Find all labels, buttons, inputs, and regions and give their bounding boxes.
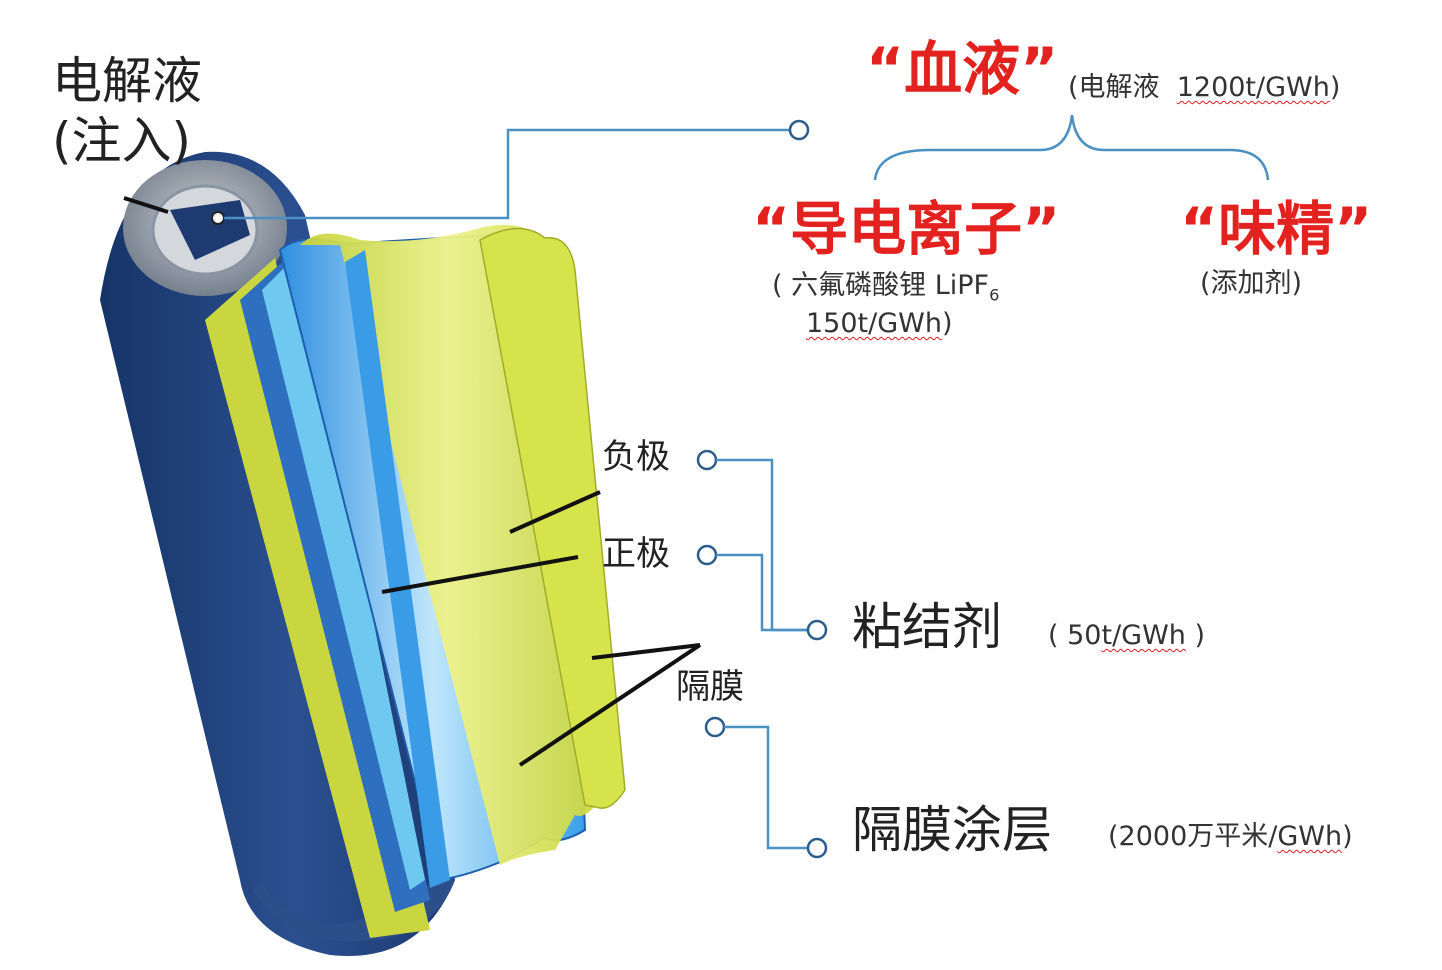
salt-formula-text: ( 六氟磷酸锂 LiPF	[772, 270, 990, 301]
electrolyte-nickname: “血液”	[866, 35, 1059, 103]
binder-amount-prefix: ( 50	[1048, 620, 1102, 651]
salt-nickname: “导电离子”	[752, 195, 1061, 263]
additive-note: (添加剂)	[1200, 268, 1303, 299]
coating-amount-suffix: )	[1342, 821, 1353, 852]
electrolyte-injection-note: (注入)	[52, 112, 192, 170]
binder-connector-dot	[806, 619, 828, 641]
electrolyte-connector	[224, 128, 790, 220]
coating-amount-value: GWh	[1277, 821, 1343, 852]
salt-amount-suffix: )	[941, 308, 953, 339]
salt-amount: 150t/GWh)	[806, 310, 953, 337]
separator-connector-dot	[704, 716, 726, 738]
additive-nickname: “味精”	[1180, 195, 1373, 263]
electrolyte-amount-prefix: (电解液	[1068, 72, 1160, 103]
electrolyte-amount: (电解液 1200t/GWh)	[1068, 74, 1340, 101]
electrolyte-label: 电解液	[52, 52, 202, 110]
inner-layer-3	[262, 252, 425, 890]
cathode-sheet	[345, 250, 450, 888]
binder-amount-suffix: )	[1185, 620, 1206, 651]
salt-formula: ( 六氟磷酸锂 LiPF6	[772, 272, 999, 304]
anode-pointer	[509, 490, 601, 534]
binder-label: 粘结剂	[852, 598, 1002, 656]
cathode-label: 正极	[602, 534, 670, 574]
electrolyte-amount-suffix: )	[1329, 72, 1341, 103]
coating-label: 隔膜涂层	[852, 801, 1052, 859]
nickname-brace	[873, 114, 1270, 181]
anode-connector-dot	[696, 449, 718, 471]
separator-connector	[724, 725, 808, 850]
binder-amount: ( 50t/GWh )	[1048, 622, 1205, 649]
electrolyte-pointer	[123, 196, 169, 214]
cathode-connector-dot	[696, 544, 718, 566]
separator-pointer-upper	[591, 643, 701, 660]
separator-label: 隔膜	[676, 667, 744, 707]
coating-amount: (2000万平米/GWh)	[1108, 823, 1353, 850]
electrolyte-amount-value: 1200t/GWh	[1176, 72, 1330, 103]
coating-amount-prefix: (2000万平米/	[1108, 821, 1278, 852]
coating-connector-dot	[806, 837, 828, 859]
anode-label: 负极	[602, 437, 670, 477]
outer-separator-sheet	[479, 227, 626, 809]
separator-pointer-lower	[518, 643, 702, 767]
salt-amount-value: 150t/GWh	[806, 308, 942, 339]
salt-formula-subscript: 6	[989, 285, 1000, 305]
cathode-connector	[716, 553, 808, 632]
cathode-pointer	[381, 555, 579, 594]
binder-amount-value: t/GWh	[1101, 620, 1186, 651]
electrolyte-connector-dot	[788, 119, 810, 141]
